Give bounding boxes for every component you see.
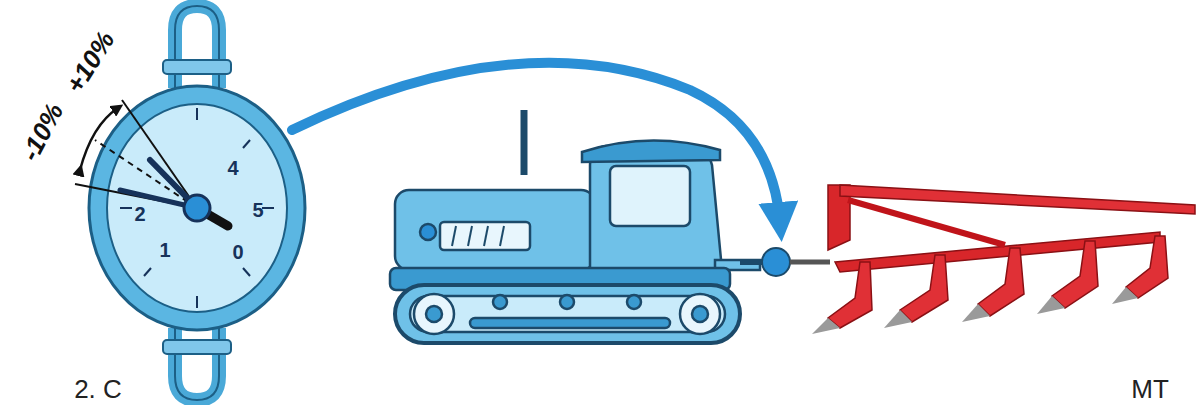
dial-number: 2 [134, 204, 145, 224]
dial-number: 4 [227, 158, 238, 178]
dynamometer [75, 86, 305, 330]
dial-number: 0 [232, 242, 243, 262]
tolerance-label: -10% [16, 99, 67, 165]
tolerance-label: +10% [61, 27, 119, 98]
caption-fragment: МТ [1131, 376, 1169, 402]
dial-number: 5 [252, 200, 263, 220]
tractor [390, 110, 770, 343]
caption-fragment: 2. С [74, 376, 122, 402]
dial-number: 1 [159, 240, 170, 260]
plow [790, 185, 1195, 334]
hitch [762, 248, 790, 276]
